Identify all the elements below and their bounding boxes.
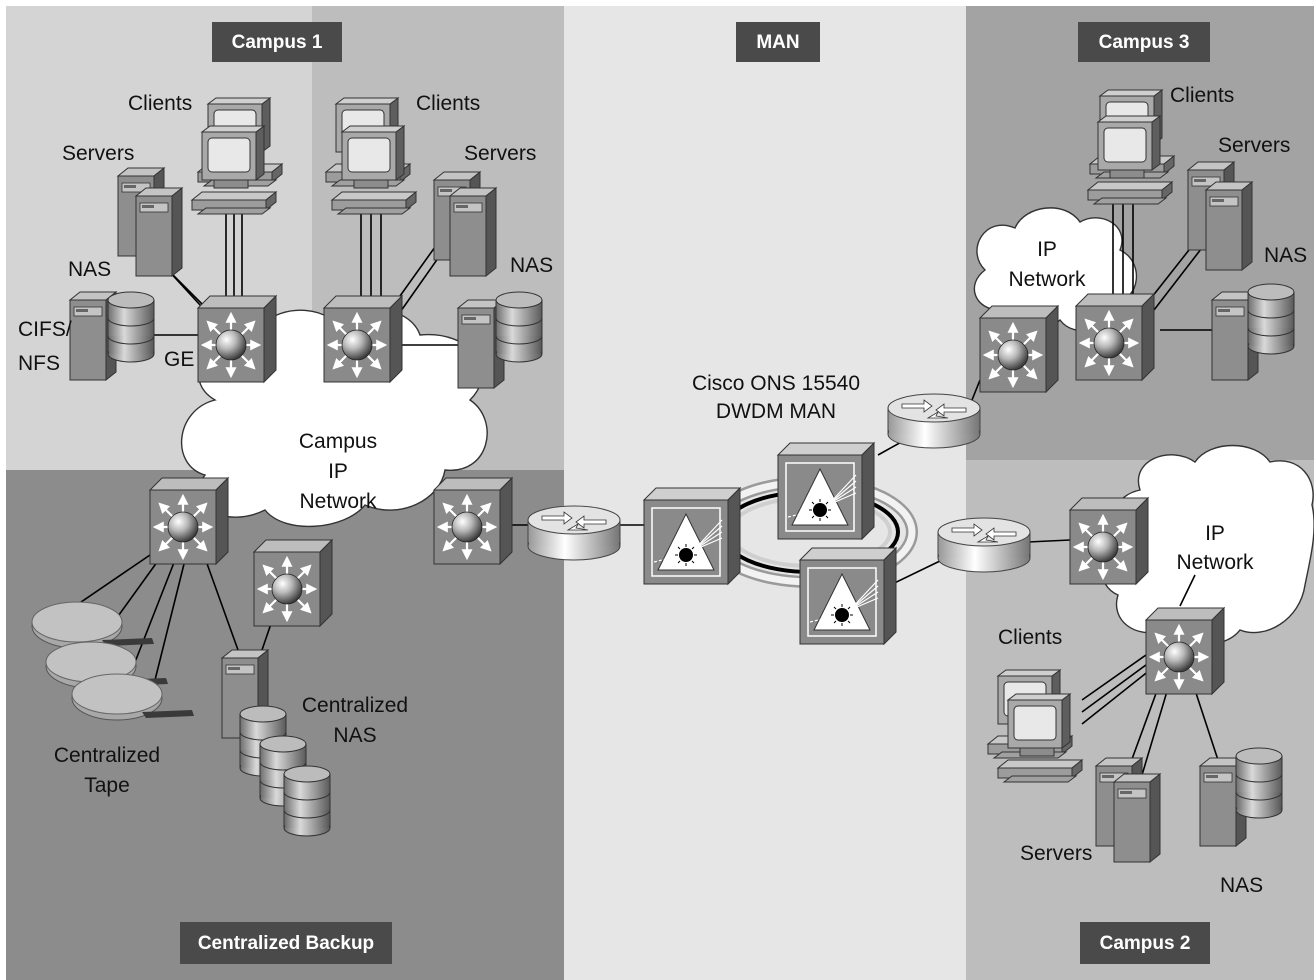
label-cifs-line2: NFS <box>18 352 60 375</box>
label-campus-cloud-3: Network <box>299 490 377 513</box>
disk-stack-icon <box>1235 747 1283 819</box>
computer-icon <box>331 125 417 215</box>
router-icon <box>937 517 1031 573</box>
switch-icon <box>324 296 402 382</box>
dwdm-node-icon <box>799 547 897 645</box>
svg-text:MAN: MAN <box>756 32 799 53</box>
switch-icon <box>150 478 228 564</box>
region-title-backup: Centralized Backup <box>180 922 392 964</box>
label-c2-cloud-2: Network <box>1176 551 1254 574</box>
label-c1-servers-right: Servers <box>464 142 536 165</box>
switch-icon <box>434 478 512 564</box>
region-title-campus1: Campus 1 <box>212 22 342 62</box>
label-ge: GE <box>164 348 194 371</box>
label-cnas-2: NAS <box>333 724 376 747</box>
label-c1-nas-right: NAS <box>510 254 553 277</box>
disk-stack-icon <box>107 291 155 363</box>
label-ons-1: Cisco ONS 15540 <box>692 372 860 395</box>
label-campus-cloud-1: Campus <box>299 430 377 453</box>
server-icon <box>449 187 497 277</box>
label-c3-nas: NAS <box>1264 244 1307 267</box>
label-campus-cloud-2: IP <box>328 460 348 483</box>
router-icon <box>887 393 981 449</box>
switch-icon <box>254 540 332 626</box>
server-icon <box>1205 181 1253 271</box>
label-c3-clients: Clients <box>1170 84 1234 107</box>
label-c2-cloud-1: IP <box>1205 522 1225 545</box>
label-c2-servers: Servers <box>1020 842 1092 865</box>
label-ons-2: DWDM MAN <box>716 400 836 423</box>
label-c3-cloud-1: IP <box>1037 238 1057 261</box>
switch-icon <box>1146 608 1224 694</box>
svg-text:Campus 2: Campus 2 <box>1100 933 1191 954</box>
label-c1-clients-left: Clients <box>128 92 192 115</box>
server-icon <box>1113 773 1161 863</box>
server-icon <box>135 187 183 277</box>
computer-icon <box>997 693 1083 783</box>
switch-icon <box>1076 294 1154 380</box>
switch-icon <box>980 306 1058 392</box>
label-cifs-line1: CIFS/ <box>18 318 72 341</box>
label-c3-servers: Servers <box>1218 134 1290 157</box>
label-tape-1: Centralized <box>54 744 160 767</box>
diagram-labels: Clients Clients Servers Servers NAS NAS … <box>18 84 1307 897</box>
svg-text:Campus 1: Campus 1 <box>232 32 323 53</box>
dwdm-node-icon <box>777 442 875 540</box>
switch-icon <box>1070 498 1148 584</box>
label-c3-cloud-2: Network <box>1008 268 1086 291</box>
computer-icon <box>191 125 277 215</box>
region-title-campus3: Campus 3 <box>1078 22 1210 62</box>
label-c1-nas-left: NAS <box>68 258 111 281</box>
router-icon <box>527 505 621 561</box>
switch-icon <box>198 296 276 382</box>
label-c2-clients: Clients <box>998 626 1062 649</box>
computer-icon <box>1087 115 1173 205</box>
region-title-man: MAN <box>736 22 820 62</box>
svg-text:Centralized Backup: Centralized Backup <box>198 933 374 954</box>
region-title-campus2: Campus 2 <box>1080 922 1210 964</box>
disk-stack-icon <box>283 765 331 837</box>
disk-stack-icon <box>1247 283 1295 355</box>
label-c2-nas: NAS <box>1220 874 1263 897</box>
label-c1-servers-left: Servers <box>62 142 134 165</box>
label-c1-clients-right: Clients <box>416 92 480 115</box>
disk-stack-icon <box>495 291 543 363</box>
svg-text:Campus 3: Campus 3 <box>1099 32 1190 53</box>
dwdm-node-icon <box>643 487 741 585</box>
label-cnas-1: Centralized <box>302 694 408 717</box>
label-tape-2: Tape <box>84 774 130 797</box>
